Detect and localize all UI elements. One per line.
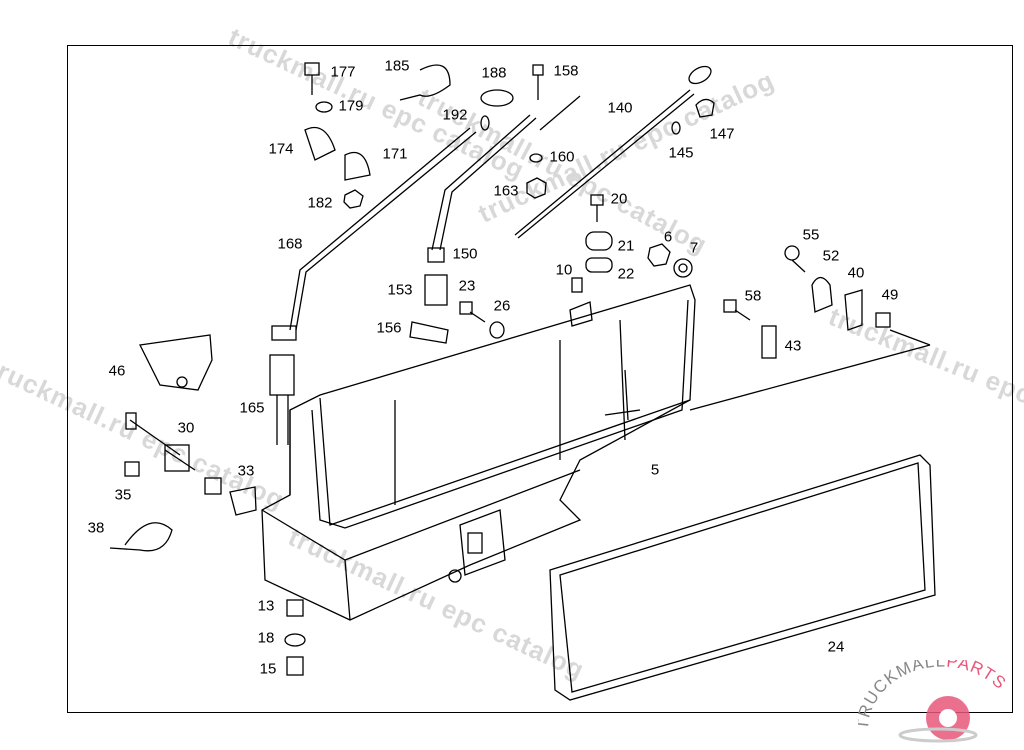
part-label-192: 192 — [442, 106, 468, 124]
part-label-160: 160 — [549, 148, 575, 166]
clamp-171 — [344, 151, 371, 181]
bracket-40 — [844, 289, 863, 331]
part-label-147: 147 — [709, 125, 735, 143]
clamp-52 — [811, 276, 833, 313]
washer-26 — [489, 321, 505, 339]
part-label-13: 13 — [257, 597, 275, 615]
nut-163 — [526, 177, 547, 199]
clamp-174 — [304, 126, 336, 161]
ring-188 — [480, 89, 514, 107]
part-label-145: 145 — [668, 144, 694, 162]
oil-pan-5 — [261, 284, 931, 621]
gasket-156 — [409, 321, 449, 344]
part-label-22: 22 — [617, 265, 635, 283]
plug-6 — [647, 243, 671, 267]
part-label-49: 49 — [881, 286, 899, 304]
part-label-33: 33 — [237, 462, 255, 480]
diagram-frame — [67, 45, 1013, 713]
part-label-7: 7 — [689, 239, 699, 257]
gasket-33 — [229, 486, 257, 516]
connector-33 — [204, 477, 222, 495]
truckmall-parts-logo: TRUCKMALLPARTS — [858, 660, 1009, 743]
washer-179 — [315, 101, 333, 113]
bolt-23 — [459, 301, 473, 315]
part-label-21: 21 — [617, 237, 635, 255]
part-label-153: 153 — [387, 281, 413, 299]
part-label-43: 43 — [784, 337, 802, 355]
part-label-6: 6 — [663, 228, 673, 246]
bracket-46 — [139, 334, 213, 391]
plate-49 — [875, 312, 891, 328]
part-label-177: 177 — [330, 63, 356, 81]
part-label-163: 163 — [493, 182, 519, 200]
plate-43 — [761, 325, 777, 359]
part-label-55: 55 — [802, 226, 820, 244]
part-label-140: 140 — [607, 99, 633, 117]
cable-tie-185 — [399, 64, 451, 101]
cap-147 — [695, 98, 715, 118]
rod-158 — [539, 95, 581, 131]
dipstick-140 — [514, 65, 712, 239]
part-label-35: 35 — [114, 486, 132, 504]
plug-10 — [571, 277, 583, 293]
part-label-171: 171 — [382, 145, 408, 163]
part-label-15: 15 — [259, 660, 277, 678]
part-label-150: 150 — [452, 245, 478, 263]
part-label-179: 179 — [338, 97, 364, 115]
grommet-13 — [286, 599, 304, 617]
bolt-20 — [590, 194, 604, 206]
part-label-38: 38 — [87, 519, 105, 537]
part-label-40: 40 — [847, 264, 865, 282]
part-label-58: 58 — [744, 287, 762, 305]
part-label-182: 182 — [307, 194, 333, 212]
part-label-23: 23 — [458, 277, 476, 295]
ring-160 — [529, 153, 543, 163]
bolt-35 — [124, 461, 140, 477]
dipstick-tube-168 — [271, 127, 477, 341]
washer-145 — [671, 121, 681, 135]
part-label-24: 24 — [827, 638, 845, 656]
fitting-165 — [269, 354, 295, 396]
ring-7 — [673, 258, 693, 278]
part-label-52: 52 — [822, 247, 840, 265]
nut-182 — [343, 189, 364, 209]
cover-21 — [585, 231, 613, 251]
part-label-20: 20 — [610, 190, 628, 208]
seal-192 — [480, 115, 490, 131]
part-label-158: 158 — [553, 62, 579, 80]
part-label-168: 168 — [277, 235, 303, 253]
bolt-177 — [304, 62, 320, 76]
part-label-26: 26 — [493, 297, 511, 315]
gasket-22 — [585, 257, 613, 273]
part-label-174: 174 — [268, 140, 294, 158]
part-label-30: 30 — [177, 419, 195, 437]
tube-150 — [424, 114, 537, 306]
cable-tie-38 — [109, 522, 173, 552]
part-label-5: 5 — [650, 461, 660, 479]
part-label-165: 165 — [239, 399, 265, 417]
bolt-55 — [784, 245, 800, 261]
gasket-24 — [549, 454, 936, 701]
part-label-10: 10 — [555, 261, 573, 279]
bolt-158 — [532, 64, 544, 76]
part-label-18: 18 — [257, 629, 275, 647]
part-label-185: 185 — [384, 57, 410, 75]
washer-18 — [284, 633, 306, 647]
part-label-156: 156 — [376, 319, 402, 337]
bolt-58 — [723, 299, 737, 313]
plug-15 — [286, 656, 304, 676]
part-label-188: 188 — [481, 64, 507, 82]
sensor-30 — [129, 419, 196, 471]
part-label-46: 46 — [108, 362, 126, 380]
